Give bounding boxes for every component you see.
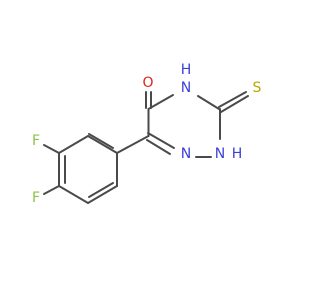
molecule-structure: O H N S N H N F F	[32, 62, 262, 206]
bond-ar-4-5	[58, 185, 89, 204]
n2-hydrogen-label: H	[232, 146, 243, 162]
bond-ar-5-6	[87, 185, 118, 204]
n4-hydrogen-label: H	[181, 62, 192, 78]
bond-c3-s-a	[218, 91, 247, 108]
bond-n1-c6-b	[146, 139, 171, 155]
oxygen-atom-label: O	[142, 75, 153, 91]
atom-labels: O H N S N H N F F	[32, 62, 262, 206]
bond-c-f4	[43, 185, 60, 195]
bonds	[43, 91, 249, 204]
bond-ar-1-2	[87, 135, 118, 154]
bond-c-f3	[43, 144, 60, 154]
bond-ar-2-3	[58, 135, 89, 154]
n2-atom-label: N	[215, 146, 225, 162]
bond-n1-c6-a	[147, 132, 175, 149]
n1-atom-label: N	[181, 146, 191, 162]
bond-c6-aryl	[116, 135, 150, 154]
fluorine-3-atom-label: F	[32, 133, 40, 149]
bond-ar-5-6-inner	[88, 182, 114, 198]
sulfur-atom-label: S	[253, 80, 262, 96]
bond-n4-c3	[197, 95, 220, 110]
bond-c5-n4	[147, 94, 174, 110]
bond-ar-1-2-inner	[88, 133, 114, 149]
fluorine-4-atom-label: F	[32, 190, 40, 206]
bond-c3-s-b	[220, 95, 249, 113]
n4-atom-label: N	[181, 80, 191, 96]
